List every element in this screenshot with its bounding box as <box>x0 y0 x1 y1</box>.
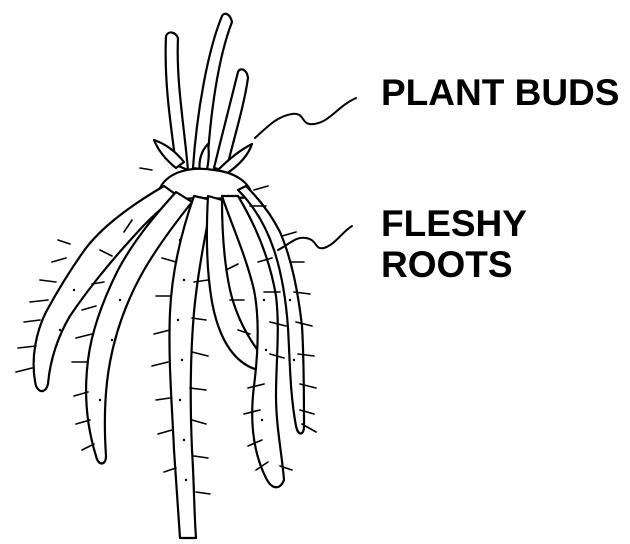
label-plant-buds: PLANT BUDS <box>381 72 619 113</box>
label-fleshy-roots-line1: FLESHY <box>381 203 527 244</box>
root-3 <box>169 196 212 538</box>
leader-line-plant-buds <box>255 98 356 138</box>
label-fleshy-roots-line2: ROOTS <box>381 244 527 285</box>
label-fleshy-roots: FLESHY ROOTS <box>381 203 527 285</box>
label-plant-buds-text: PLANT BUDS <box>381 72 619 113</box>
leader-line-fleshy-roots <box>278 226 352 250</box>
